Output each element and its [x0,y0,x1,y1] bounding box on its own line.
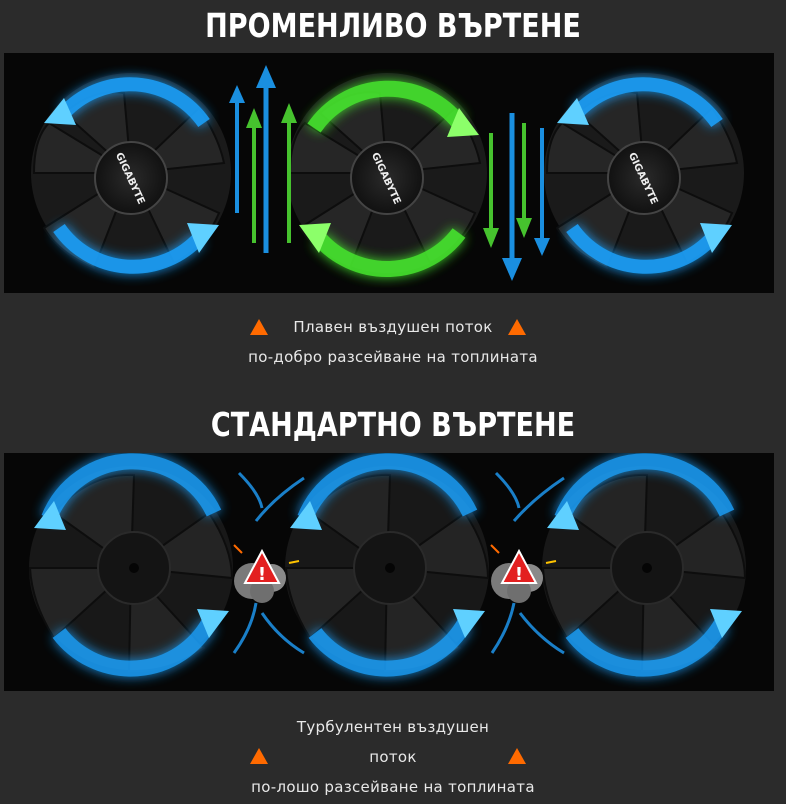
alternate-spin-illustration: GIGABYTE GIGABYTE [4,53,774,293]
svg-text:!: ! [515,564,523,585]
turbulence-alert-icon: ! [490,544,557,603]
fan-left [28,453,234,677]
standard-caption-line1: Турбулентен въздушен [296,718,490,736]
alternate-caption-line1: Плавен въздушен поток [293,318,493,336]
warning-triangle-icon [250,319,268,335]
turbulence-alert-icon: ! [233,544,300,603]
warning-triangle-icon [508,748,526,764]
fan-left: GIGABYTE [31,73,231,274]
standard-caption-line2: поток [369,748,417,766]
airflow-arrows-up [229,65,297,253]
svg-text:!: ! [258,564,266,585]
turbulent-arrows [232,471,565,655]
standard-spin-title: СТАНДАРТНО ВЪРТЕНЕ [210,405,576,444]
standard-spin-illustration: ! ! [4,453,774,691]
airflow-arrows-down [483,113,550,281]
warning-triangle-icon [508,319,526,335]
fan-center: GIGABYTE [287,73,487,278]
alternate-spin-title: ПРОМЕНЛИВО ВЪРТЕНЕ [205,6,581,45]
fan-right: GIGABYTE [544,73,744,274]
standard-caption-line3: по-лошо разсейване на топлината [251,778,535,796]
fan-center [284,453,490,677]
fan-right [541,453,747,677]
alternate-caption-line2: по-добро разсейване на топлината [248,348,538,366]
warning-triangle-icon [250,748,268,764]
